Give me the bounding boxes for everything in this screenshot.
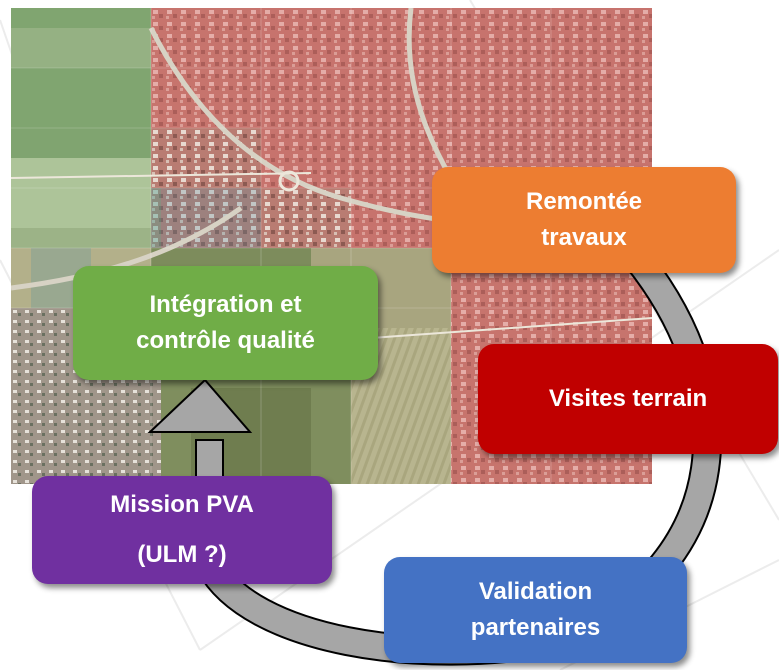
integration-line1: Intégration et [149, 291, 302, 318]
mission-line1: Mission PVA [110, 491, 254, 518]
integration-controle-box: Intégration et contrôle qualité [73, 266, 378, 380]
mission-pva-box: Mission PVA (ULM ?) [32, 476, 332, 584]
remontee-line2: travaux [541, 224, 627, 251]
remontee-travaux-box: Remontée travaux [432, 167, 736, 273]
visites-line1: Visites terrain [548, 385, 708, 412]
mission-line2: (ULM ?) [137, 541, 227, 568]
validation-line1: Validation [478, 578, 593, 605]
aerial-photo [11, 8, 652, 484]
visites-terrain-box: Visites terrain [478, 344, 778, 454]
validation-partenaires-box: Validation partenaires [384, 557, 687, 663]
integration-line2: contrôle qualité [136, 327, 315, 354]
validation-line2: partenaires [470, 614, 601, 641]
aerial-map-image [11, 8, 652, 484]
remontee-line1: Remontée [525, 188, 643, 215]
